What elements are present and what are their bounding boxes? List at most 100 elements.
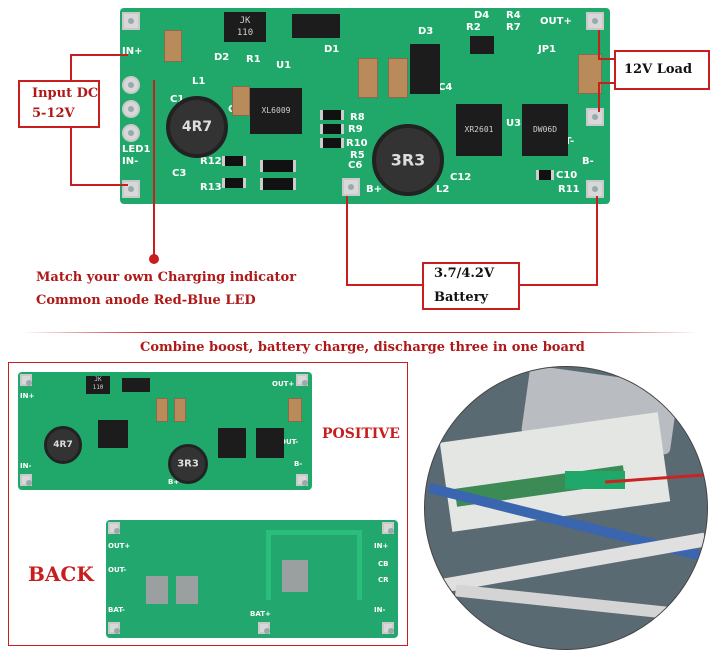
silk-jp1: JP1	[538, 44, 557, 55]
small-inductor-1: 4R7	[44, 426, 82, 464]
back-pad-1	[146, 576, 168, 604]
chip-u1-text: XL6009	[261, 106, 291, 115]
input-dc-line-top-h	[70, 54, 128, 56]
jk-chip-line1: JK	[239, 16, 251, 26]
load-line-top-h	[598, 58, 614, 60]
small-hole-tl	[20, 374, 32, 386]
chip-u1: XL6009	[250, 88, 302, 134]
resistor-row-1	[260, 160, 296, 172]
small-jk-chip: JK 110	[86, 376, 110, 394]
usage-photo	[424, 366, 708, 650]
small-out-minus: OUT-	[280, 438, 299, 446]
chip-u2: XR2601	[456, 104, 502, 156]
chip-u2-text: XR2601	[464, 125, 494, 134]
back-bat-plus: BAT+	[250, 610, 271, 618]
load-line-bottom-h	[598, 82, 614, 84]
silk-u1: U1	[276, 60, 292, 71]
small-in-plus: IN+	[20, 392, 35, 400]
back-in-plus: IN+	[374, 542, 389, 550]
back-cb: CB	[378, 560, 389, 568]
resistor-r8	[320, 110, 344, 120]
silk-r12: R12	[200, 156, 222, 167]
silk-u3: U3	[506, 118, 522, 129]
jk-chip-line2: 110	[236, 28, 254, 38]
input-dc-line-bottom-h	[70, 184, 128, 186]
resistor-r9	[320, 124, 344, 134]
small-diode	[122, 378, 150, 392]
mount-hole-bottom-right	[586, 180, 604, 198]
silk-r11: R11	[558, 184, 580, 195]
inductor-l1: 4R7	[166, 96, 228, 158]
silk-r8: R8	[350, 112, 365, 123]
silk-out-plus: OUT+	[540, 16, 572, 27]
mount-hole-top-right	[586, 12, 604, 30]
silk-r4: R4	[506, 10, 521, 21]
small-inductor-2: 3R3	[168, 444, 208, 484]
battery-line-right-v	[596, 196, 598, 286]
indicator-line	[153, 80, 155, 258]
back-pcb: OUT+ OUT- BAT- BAT+ IN+ CB CR IN-	[106, 520, 398, 638]
jk-chip: JK 110	[224, 12, 266, 42]
silk-d4: D4	[474, 10, 490, 21]
back-in-minus: IN-	[374, 606, 386, 614]
diode-d1	[292, 14, 340, 38]
small-hole-tr	[296, 374, 308, 386]
small-chip-u1	[98, 420, 128, 448]
back-hole-tr	[382, 522, 394, 534]
small-cap-3	[288, 398, 302, 422]
input-dc-label-line1: Input DC	[32, 86, 99, 101]
silk-r13: R13	[200, 182, 222, 193]
silk-r1: R1	[246, 54, 261, 65]
back-hole-bl	[108, 622, 120, 634]
inductor-l2-text: 3R3	[390, 150, 426, 170]
back-hole-br	[382, 622, 394, 634]
silk-r7: R7	[506, 22, 521, 33]
indicator-label-line1: Match your own Charging indicator	[36, 270, 297, 285]
silk-c6: C6	[348, 160, 363, 171]
battery-box	[422, 262, 520, 310]
back-hole-tl	[108, 522, 120, 534]
battery-line-left-v	[346, 196, 348, 286]
inductor-l1-text: 4R7	[181, 119, 213, 135]
chip-u3-text: DW06D	[532, 125, 558, 134]
silk-c4: C4	[438, 82, 453, 93]
battery-label-line2: Battery	[434, 290, 489, 305]
small-b-minus: B-	[294, 460, 303, 468]
back-out-minus: OUT-	[108, 566, 127, 574]
small-inductor-2-text: 3R3	[177, 458, 199, 470]
indicator-dot	[149, 254, 159, 264]
resistor-r12	[222, 156, 246, 166]
input-dc-box	[18, 80, 100, 128]
small-b-plus: B+	[168, 478, 180, 486]
capacitor-c-mid-2	[388, 58, 408, 98]
small-jk-line1: JK	[94, 376, 102, 383]
silk-r10: R10	[346, 138, 368, 149]
small-cap-2	[174, 398, 186, 422]
silk-b-plus: B+	[366, 184, 383, 195]
silk-r5: R5	[350, 150, 365, 161]
resistor-r10	[320, 138, 344, 148]
transistor-d4	[470, 36, 494, 54]
resistor-r13	[222, 178, 246, 188]
resistor-row-2	[260, 178, 296, 190]
combine-caption: Combine boost, battery charge, discharge…	[140, 340, 585, 355]
input-dc-line-top	[70, 54, 72, 82]
mount-hole-top-left	[122, 12, 140, 30]
led-pad-2	[122, 100, 140, 118]
back-trace	[266, 530, 362, 600]
silk-d3: D3	[418, 26, 434, 37]
load-line-top	[598, 30, 600, 60]
capacitor-c2	[232, 86, 250, 116]
indicator-label-line2: Common anode Red-Blue LED	[36, 293, 256, 308]
silk-d1: D1	[324, 44, 340, 55]
back-out-plus: OUT+	[108, 542, 131, 550]
back-label: BACK	[28, 562, 94, 586]
small-in-minus: IN-	[20, 462, 32, 470]
diode-d3	[410, 44, 440, 94]
silk-d2: D2	[214, 52, 230, 63]
small-positive-pcb: IN+ IN- B+ B- OUT+ OUT- JK 110 4R7 3R3	[18, 372, 312, 490]
silk-c3: C3	[172, 168, 187, 179]
battery-line-left-h	[346, 284, 422, 286]
battery-line-right-h	[520, 284, 598, 286]
silk-l1: L1	[192, 76, 206, 87]
